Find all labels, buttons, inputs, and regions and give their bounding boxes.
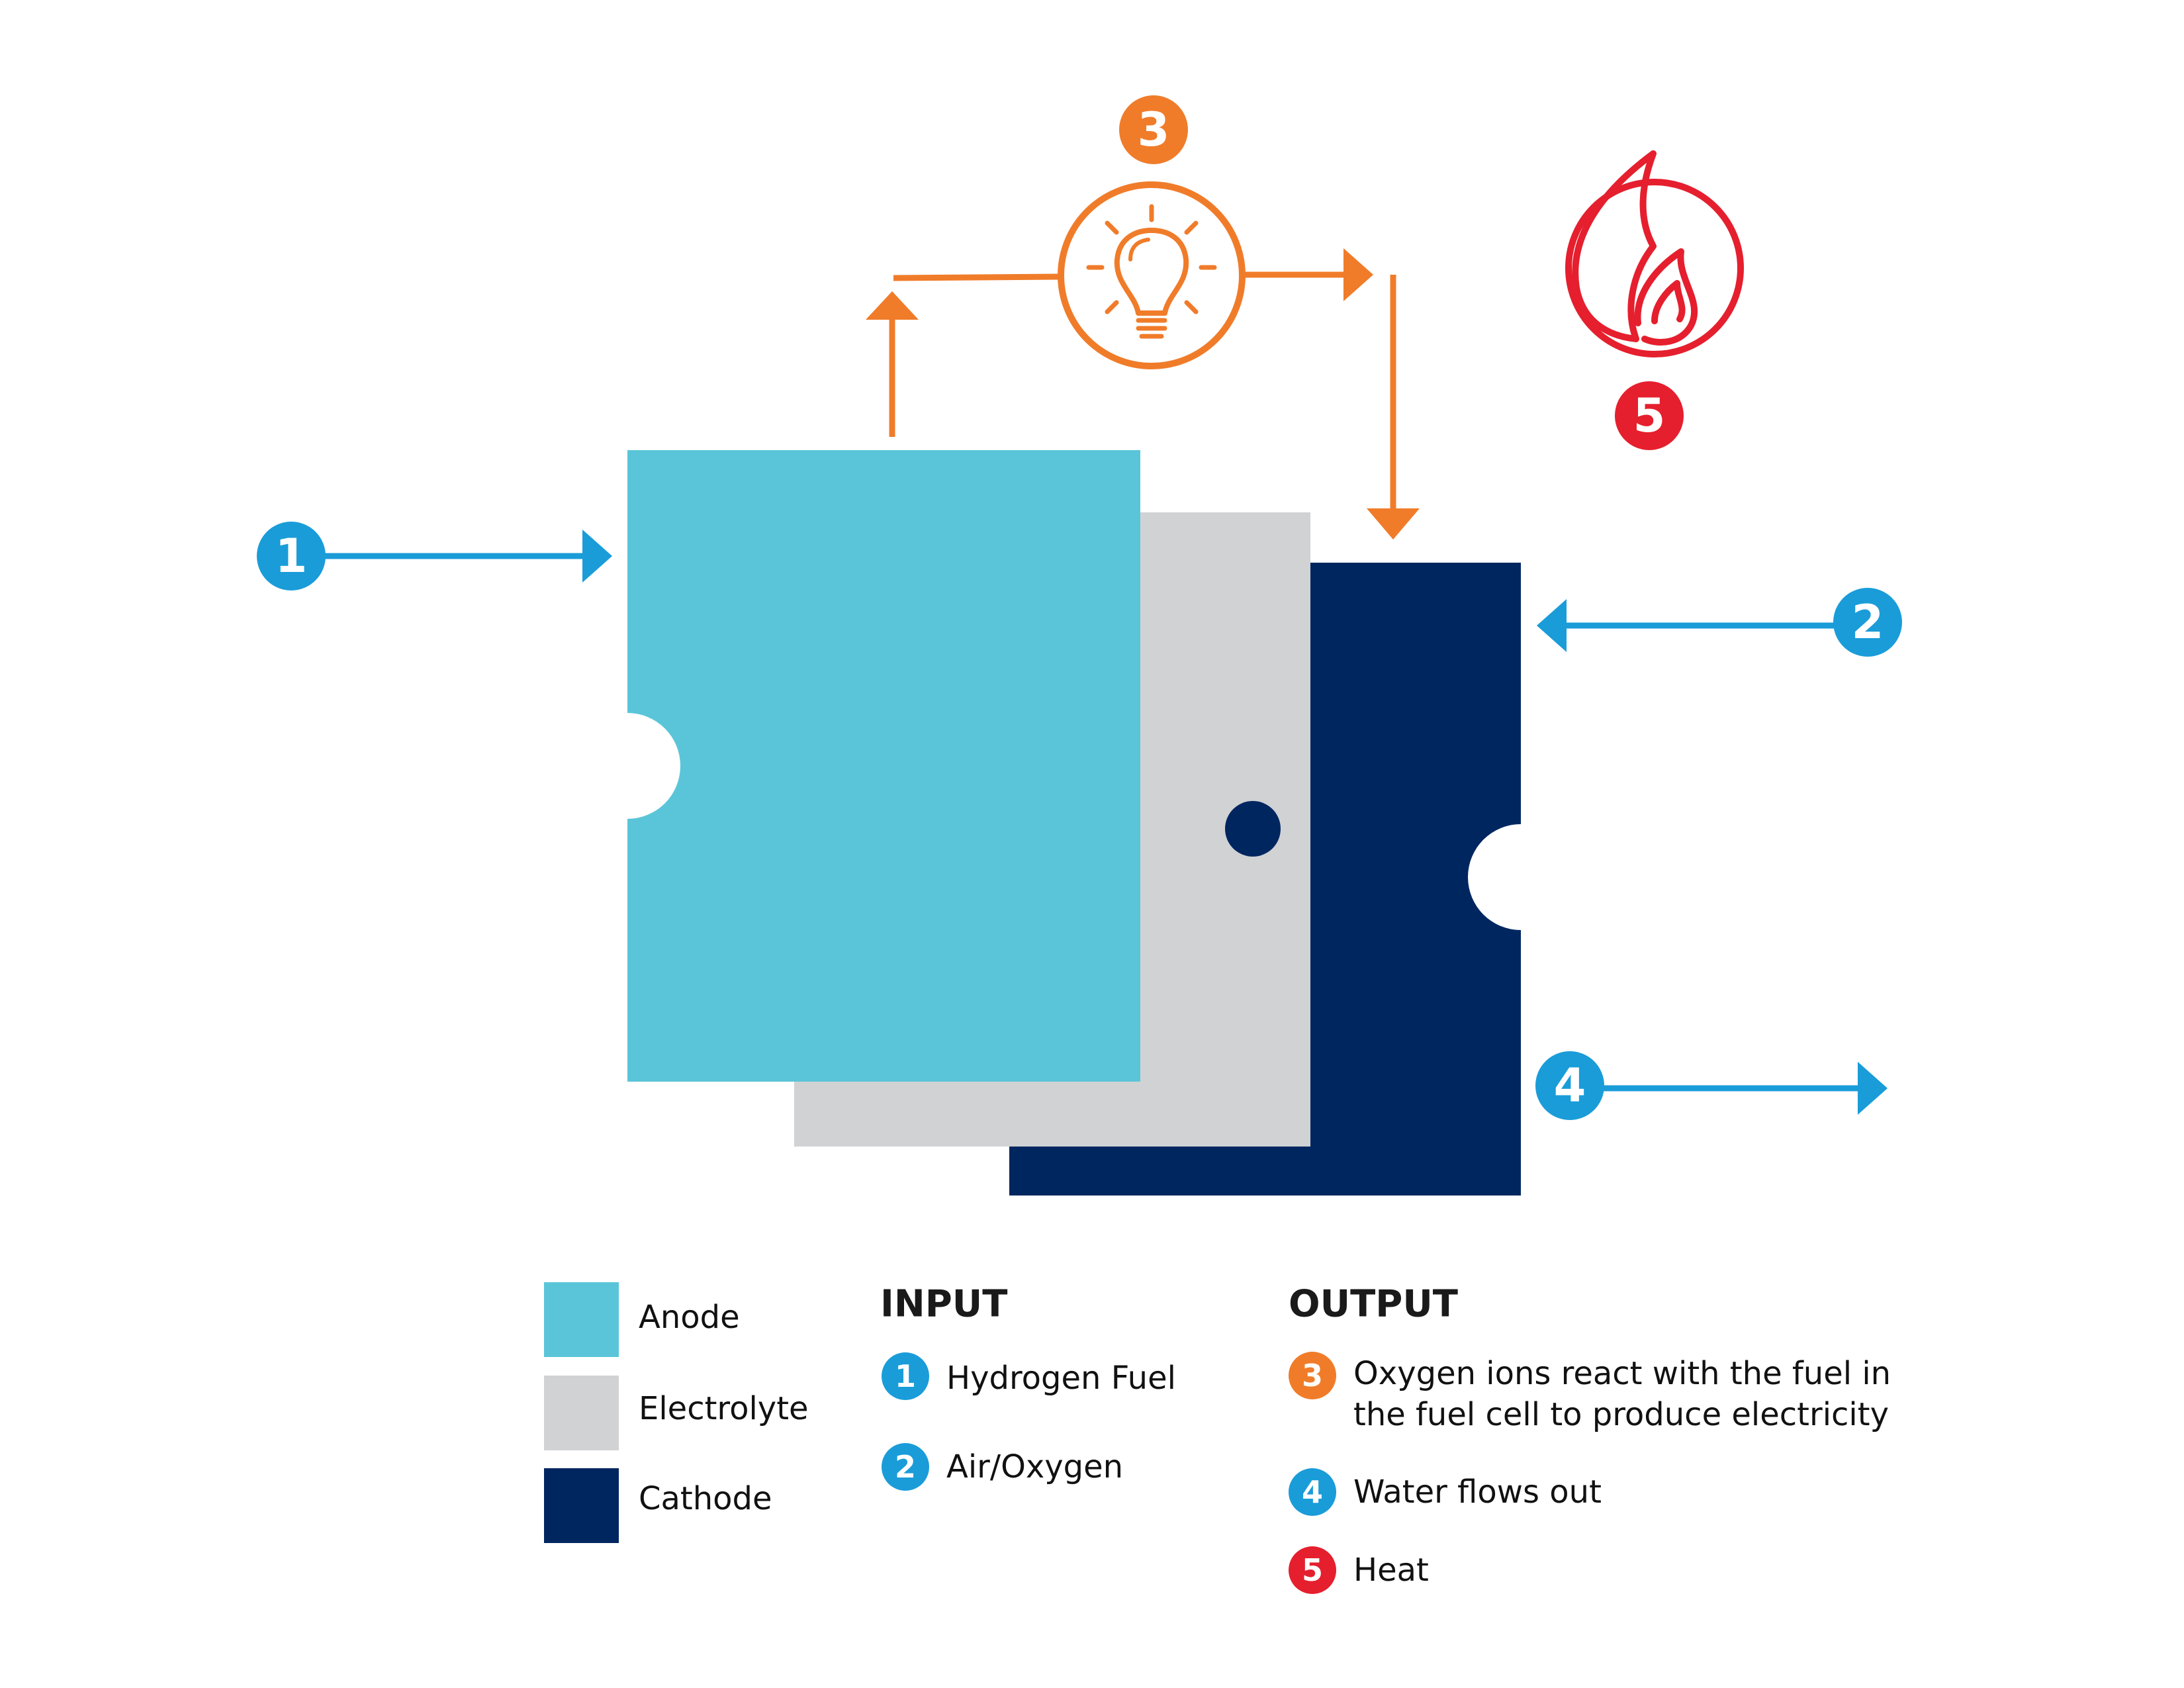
electricity-arrow-down <box>1367 508 1420 539</box>
badge-5-number: 5 <box>1633 389 1666 443</box>
output-item-5-number: 5 <box>1302 1552 1323 1588</box>
input-item-2-badge <box>882 1443 929 1491</box>
cathode-label: Cathode <box>639 1480 772 1517</box>
output-item-5-text: Heat <box>1353 1552 1429 1589</box>
badge-2 <box>1833 588 1902 657</box>
output-item-4-number: 4 <box>1302 1474 1323 1510</box>
anode-label: Anode <box>639 1299 740 1336</box>
output-legend: OUTPUT 3 Oxygen ions react with the fuel… <box>1289 1283 1891 1594</box>
badge-4-number: 4 <box>1554 1058 1586 1113</box>
input-1-arrowhead <box>582 530 612 583</box>
cathode-swatch <box>544 1468 619 1543</box>
output-heading: OUTPUT <box>1289 1283 1458 1326</box>
electrolyte-label: Electrolyte <box>639 1390 809 1427</box>
badge-3-number: 3 <box>1138 103 1170 157</box>
badge-3 <box>1119 95 1188 164</box>
input-item-1-number: 1 <box>895 1358 916 1394</box>
input-heading: INPUT <box>880 1283 1007 1326</box>
lightbulb-icon <box>1058 181 1246 369</box>
input-legend: INPUT 1 Hydrogen Fuel 2 Air/Oxygen <box>880 1283 1176 1491</box>
anode-swatch <box>544 1282 619 1357</box>
output-item-4-badge <box>1289 1468 1336 1516</box>
output-item-3-line1: Oxygen ions react with the fuel in <box>1353 1355 1891 1392</box>
input-item-2-number: 2 <box>895 1449 916 1485</box>
badge-1-number: 1 <box>275 529 308 583</box>
badge-5 <box>1615 381 1684 450</box>
anode-layer <box>627 450 1140 1082</box>
input-2-arrowhead <box>1537 599 1567 652</box>
input-item-2-text: Air/Oxygen <box>946 1448 1123 1485</box>
badge-1 <box>257 522 326 590</box>
ion-dot <box>1225 801 1281 857</box>
output-item-3-badge <box>1289 1352 1336 1399</box>
output-item-4-text: Water flows out <box>1353 1474 1602 1511</box>
badge-4 <box>1535 1051 1604 1120</box>
electrolyte-swatch <box>544 1376 619 1450</box>
input-item-1-badge <box>882 1352 929 1400</box>
output-item-3-number: 3 <box>1302 1358 1323 1393</box>
electricity-arrow-right <box>1343 248 1373 301</box>
cathode-layer <box>1009 563 1521 1196</box>
input-item-1-text: Hydrogen Fuel <box>946 1360 1176 1397</box>
electricity-circuit <box>889 271 1396 510</box>
output-item-3-line2: the fuel cell to produce electricity <box>1353 1396 1889 1433</box>
badge-2-number: 2 <box>1852 595 1884 649</box>
electrolyte-layer <box>794 512 1310 1147</box>
electricity-arrow-up <box>866 291 919 320</box>
flame-icon <box>1565 150 1744 357</box>
layer-legend: Anode Electrolyte Cathode <box>544 1282 809 1543</box>
output-item-5-badge <box>1289 1546 1336 1594</box>
output-4-arrowhead <box>1858 1062 1888 1115</box>
